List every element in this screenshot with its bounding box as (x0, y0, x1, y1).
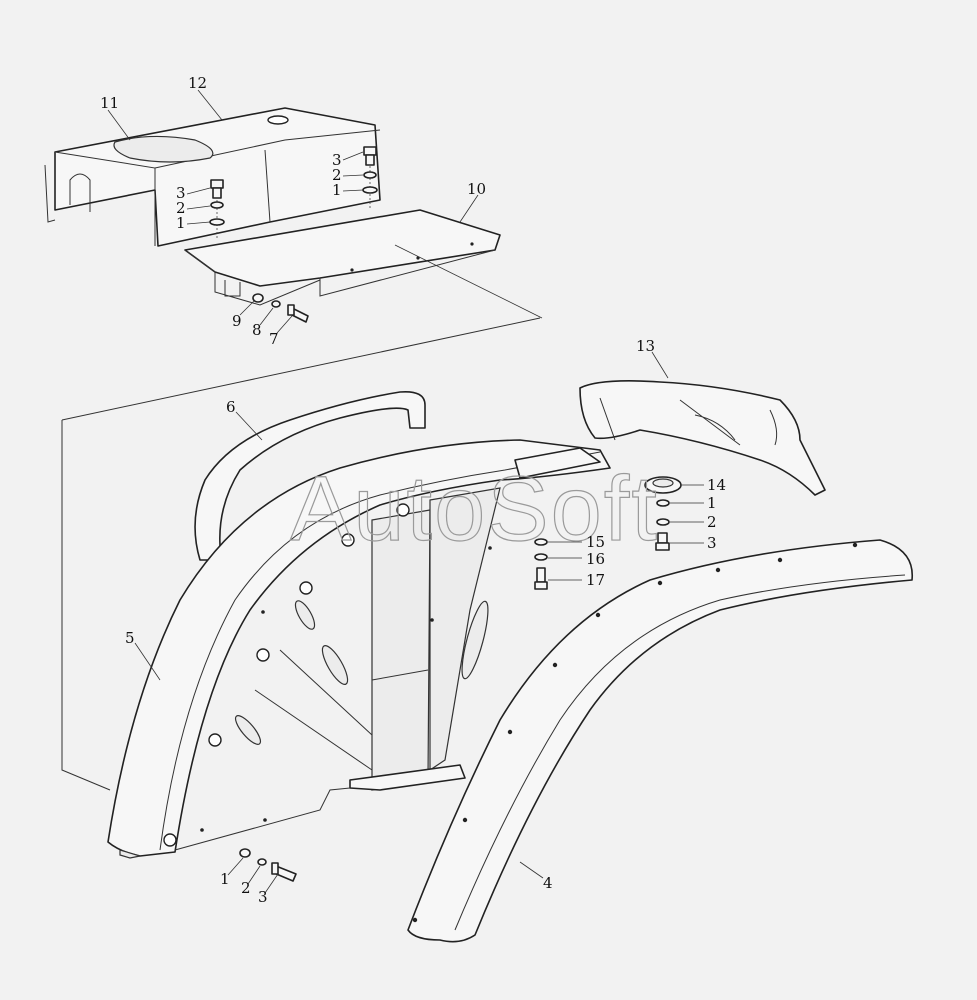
bolt-stack-left (209, 179, 225, 240)
callout-2: 2 (707, 513, 717, 531)
callout-3: 3 (176, 184, 186, 202)
callout-8: 8 (252, 321, 262, 339)
bolt-stack-bottom (239, 848, 297, 882)
watermark-text: AutoSoft (290, 458, 659, 560)
bolt-stack-15-17 (534, 538, 548, 590)
callout-3: 3 (258, 888, 268, 906)
callout-labels: 11 12 10 3 2 1 3 2 1 9 8 7 6 5 13 14 1 2… (100, 74, 726, 906)
callout-17: 17 (586, 571, 605, 589)
callout-2: 2 (176, 199, 186, 217)
callout-2: 2 (241, 879, 251, 897)
callout-1: 1 (220, 870, 230, 888)
plate-part-10 (184, 209, 501, 306)
callout-15: 15 (586, 533, 605, 551)
frame-part-5 (107, 439, 611, 859)
callout-1: 1 (707, 494, 717, 512)
callout-7: 7 (269, 330, 279, 348)
callout-11: 11 (100, 94, 119, 112)
washer-part-14-stack (644, 476, 682, 551)
bolt-nut-stack-lower (252, 293, 309, 323)
callout-6: 6 (226, 398, 236, 416)
callout-14: 14 (707, 476, 726, 494)
leader-10-assembly (394, 244, 543, 319)
callout-10: 10 (467, 180, 486, 198)
callout-9: 9 (232, 312, 242, 330)
callout-3: 3 (332, 151, 342, 169)
callout-1: 1 (176, 214, 186, 232)
leader-lines (107, 89, 704, 894)
bracket-part-13 (579, 380, 826, 496)
callout-1: 1 (332, 181, 342, 199)
callout-12: 12 (188, 74, 207, 92)
fender-part-4 (407, 539, 913, 943)
callout-2: 2 (332, 166, 342, 184)
handrail-part-6 (194, 390, 426, 561)
assembly-outline (61, 317, 541, 791)
bolt-stack-right (362, 146, 378, 208)
callout-4: 4 (543, 874, 553, 892)
callout-5: 5 (125, 629, 135, 647)
callout-3: 3 (707, 534, 717, 552)
callout-13: 13 (636, 337, 655, 355)
top-cover-opening-part-11 (113, 135, 214, 163)
callout-16: 16 (586, 550, 605, 568)
